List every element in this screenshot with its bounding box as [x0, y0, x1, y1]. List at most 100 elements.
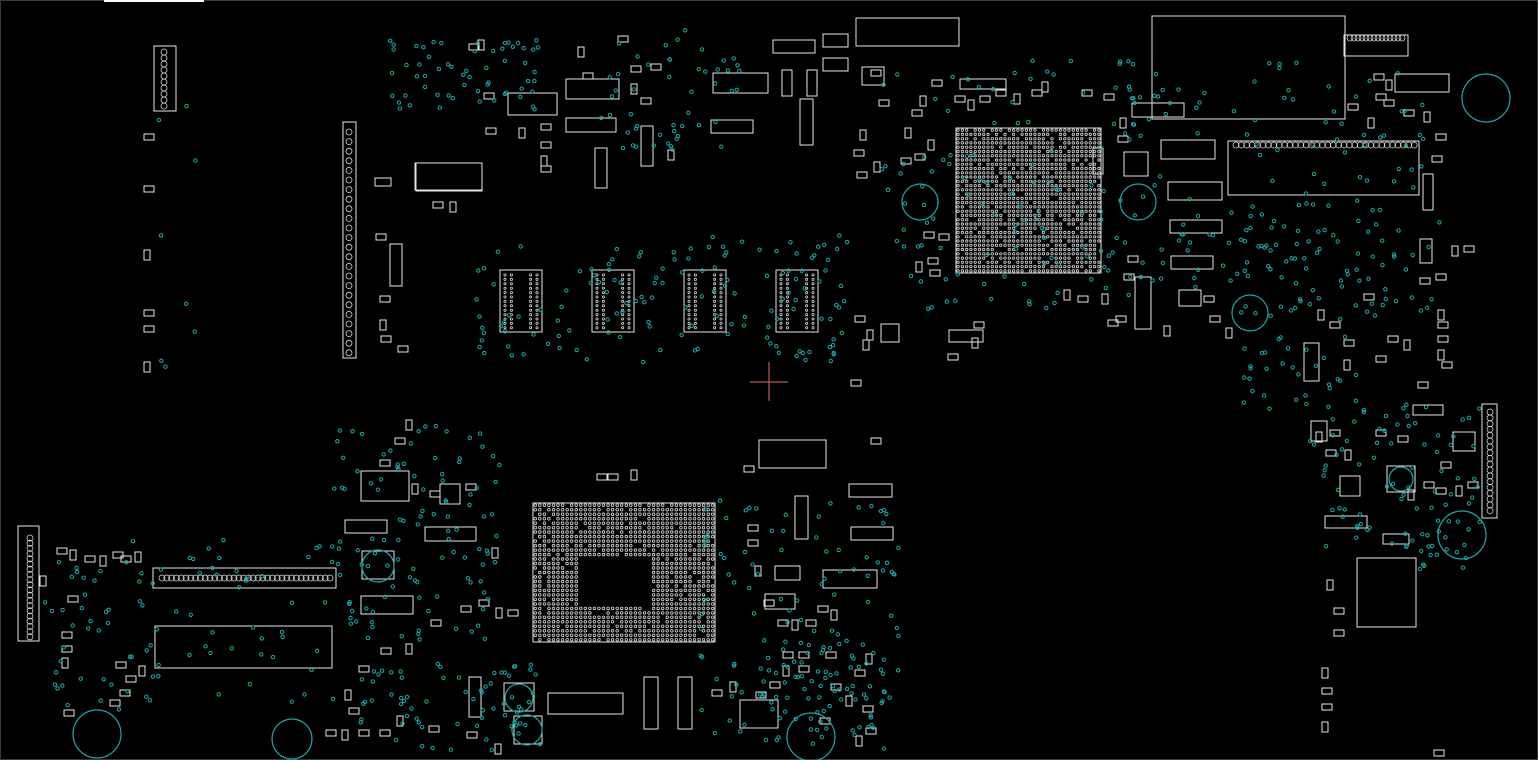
via — [887, 695, 892, 700]
bga-ball — [1071, 166, 1075, 171]
via — [314, 545, 319, 551]
bga-ball — [615, 503, 619, 507]
bga-ball — [1033, 243, 1037, 247]
bga-ball — [560, 566, 565, 570]
via — [1380, 302, 1385, 308]
bga-ball — [960, 218, 965, 222]
smd-component — [747, 524, 759, 532]
via — [1380, 262, 1385, 268]
bga-ball — [1029, 141, 1033, 145]
bga-ball — [973, 166, 977, 171]
via — [1296, 372, 1301, 377]
via — [822, 576, 827, 581]
smd-component — [1225, 327, 1233, 339]
memory-ball — [785, 308, 789, 312]
bga-ball — [1007, 158, 1011, 162]
bga-ball — [651, 633, 656, 637]
memory-ball — [627, 282, 631, 286]
bga-ball — [592, 503, 597, 507]
bga-ball — [1093, 256, 1097, 260]
bga-ball — [990, 247, 994, 252]
bga-ball — [1075, 192, 1080, 196]
via — [885, 187, 891, 193]
bga-ball — [1011, 128, 1016, 132]
via — [516, 704, 522, 709]
via — [426, 608, 431, 614]
via — [450, 95, 455, 101]
via — [965, 77, 971, 82]
via — [462, 82, 467, 88]
smd-component — [341, 729, 349, 741]
via — [1015, 121, 1021, 126]
smd-component — [729, 681, 737, 693]
bga-ball — [1088, 132, 1092, 136]
via — [835, 632, 841, 637]
bga-ball — [538, 548, 542, 552]
bga-ball — [1011, 179, 1016, 183]
via — [699, 47, 705, 52]
bga-ball — [973, 141, 977, 145]
bga-ball — [615, 517, 619, 521]
bga-ball — [692, 606, 697, 611]
via — [337, 428, 342, 433]
bga-ball — [601, 534, 606, 539]
bga-ball — [597, 543, 601, 548]
via — [901, 227, 906, 232]
bga-ball — [615, 611, 619, 615]
via — [1410, 538, 1415, 543]
via — [404, 713, 410, 719]
via — [92, 578, 97, 583]
bga-ball — [688, 588, 692, 593]
bga-ball — [1011, 252, 1016, 256]
via — [577, 269, 583, 274]
bga-ball — [538, 543, 542, 548]
bga-ball — [638, 512, 642, 516]
via — [742, 314, 748, 320]
smd-component — [607, 473, 619, 481]
via — [1286, 88, 1291, 93]
memory-ball — [779, 321, 783, 325]
via — [396, 537, 401, 543]
bga-ball — [1088, 243, 1092, 247]
memory-ball — [719, 304, 723, 308]
bga-ball — [551, 548, 556, 552]
bga-ball — [570, 638, 574, 642]
bga-ball — [542, 588, 547, 593]
via — [878, 667, 884, 672]
bga-ball — [1084, 149, 1088, 154]
via — [588, 280, 594, 286]
bga-ball — [661, 588, 665, 593]
bga-ball — [1058, 184, 1063, 188]
bga-ball — [533, 521, 537, 525]
bga-ball — [711, 557, 715, 561]
bga-ball — [692, 561, 697, 566]
bga-ball — [551, 512, 556, 516]
bga-ball — [956, 235, 960, 239]
bga-ball — [706, 521, 710, 525]
via — [1167, 100, 1173, 106]
bga-ball — [606, 611, 610, 615]
bga-ball — [665, 629, 669, 633]
memory-ball — [779, 282, 783, 286]
bga-ball — [969, 192, 973, 196]
bga-ball — [606, 638, 610, 642]
via — [251, 625, 256, 630]
memory-ball — [811, 317, 815, 321]
via — [1323, 463, 1328, 468]
bga-ball — [629, 620, 633, 624]
component-outline — [1131, 102, 1185, 118]
bga-ball — [969, 141, 973, 145]
via — [757, 247, 762, 252]
smd-component — [1433, 749, 1445, 757]
smd-component — [1077, 295, 1089, 303]
bga-ball — [965, 132, 969, 136]
connector-pin — [1394, 34, 1402, 42]
via — [503, 90, 509, 95]
via — [477, 431, 483, 436]
bga-ball — [706, 548, 710, 552]
bga-ball — [1003, 222, 1007, 226]
via — [615, 71, 621, 77]
bga-ball — [1093, 175, 1097, 179]
bga-ball — [642, 615, 647, 619]
